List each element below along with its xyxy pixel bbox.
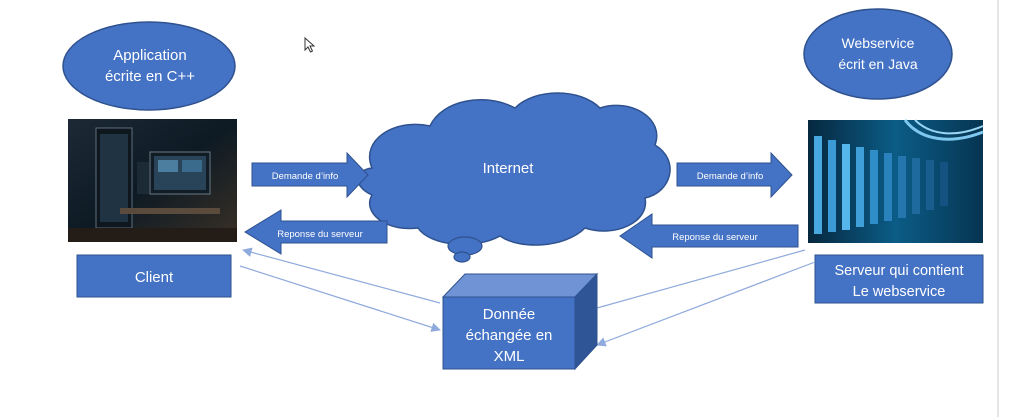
data-box-line1: Donnée xyxy=(483,306,536,323)
request-left-label: Demande d’info xyxy=(272,171,339,182)
mouse-pointer-icon xyxy=(304,37,316,53)
internet-cloud: Internet xyxy=(357,92,671,263)
response-left-label: Reponse du serveur xyxy=(277,229,363,240)
client-app-line2: écrite en C++ xyxy=(105,68,195,85)
client-app-line1: Application xyxy=(113,47,186,64)
data-box-line3: XML xyxy=(494,348,525,365)
cloud-label: Internet xyxy=(483,160,535,177)
server-label-box: Serveur qui contient Le webservice xyxy=(814,254,984,304)
client-xml-connector-top xyxy=(242,247,441,304)
xml-data-cube: Donnée échangée en XML xyxy=(441,272,599,371)
client-application-bubble: Application écrite en C++ xyxy=(62,21,236,111)
data-box-line2: échangée en xyxy=(466,327,553,344)
server-app-line1: Webservice xyxy=(842,35,915,51)
xml-connectors xyxy=(239,247,816,347)
server-label-line1: Serveur qui contient xyxy=(835,263,964,279)
slide-edge-divider xyxy=(997,0,999,417)
client-xml-connector-bottom xyxy=(239,265,441,332)
response-arrow-right: Reponse du serveur xyxy=(619,213,799,259)
server-app-line2: écrit en Java xyxy=(838,56,918,72)
request-arrow-left: Demande d’info xyxy=(251,151,369,199)
server-rack-image xyxy=(808,119,984,243)
server-xml-connector-bottom xyxy=(596,261,816,347)
server-xml-connector-top xyxy=(596,249,806,309)
request-arrow-right: Demande d’info xyxy=(676,151,793,199)
request-right-label: Demande d’info xyxy=(697,171,764,182)
server-label-line2: Le webservice xyxy=(853,284,946,300)
response-right-label: Reponse du serveur xyxy=(672,232,758,243)
client-label-box: Client xyxy=(76,254,232,298)
response-arrow-left: Reponse du serveur xyxy=(244,209,388,255)
client-workstation-image xyxy=(68,119,237,242)
client-label: Client xyxy=(135,269,174,286)
server-application-bubble: Webservice écrit en Java xyxy=(803,8,953,100)
